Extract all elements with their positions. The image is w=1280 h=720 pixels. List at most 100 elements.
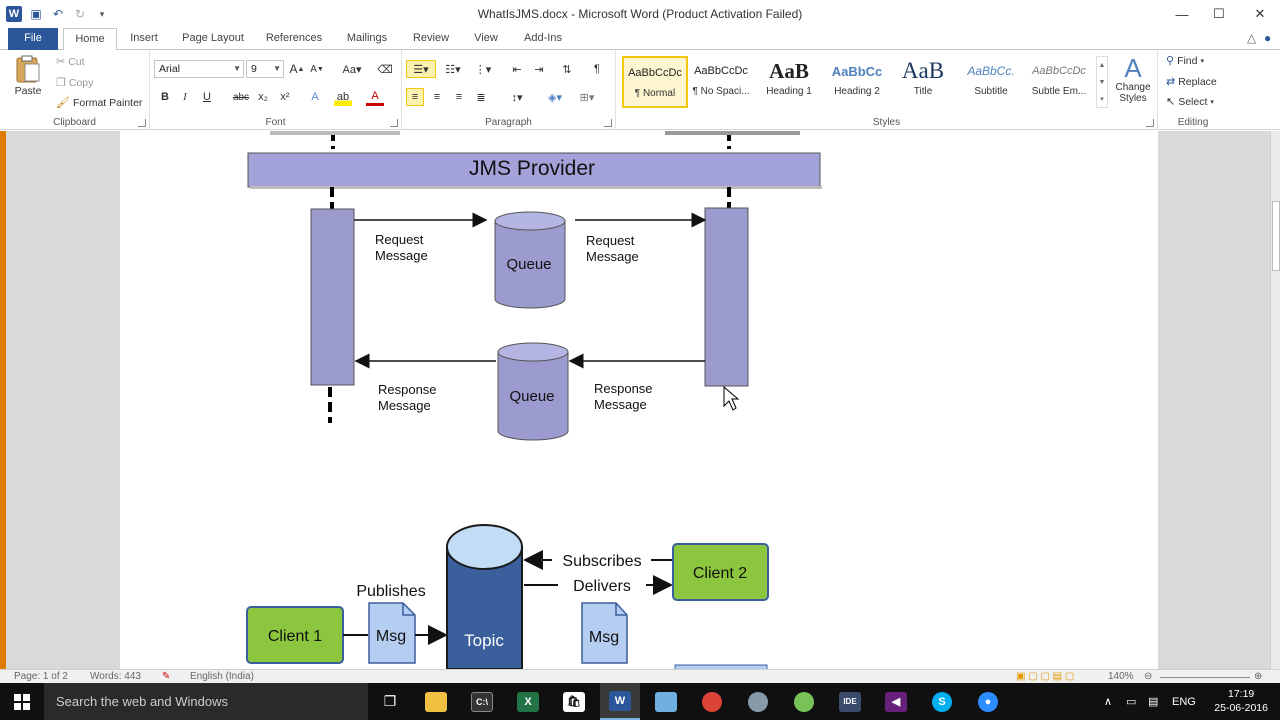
zoom-level[interactable]: 140%	[1108, 671, 1134, 682]
cut-button[interactable]: ✂Cut	[56, 56, 85, 68]
font-launcher-icon[interactable]	[390, 119, 398, 127]
cmd-icon[interactable]: C:\	[462, 683, 502, 720]
store-icon[interactable]: 🛍	[554, 683, 594, 720]
file-explorer-icon[interactable]	[416, 683, 456, 720]
tab-file[interactable]: File	[8, 28, 58, 50]
shrink-font-icon[interactable]: A▼	[310, 63, 324, 75]
word-taskbar-icon[interactable]: W	[600, 683, 640, 720]
document-area[interactable]: JMS Provider Queue	[0, 131, 1270, 669]
format-painter-button[interactable]: 🖌Format Painter	[56, 97, 142, 109]
borders-icon[interactable]: ⊞▾	[579, 91, 595, 104]
chrome-icon[interactable]	[692, 683, 732, 720]
zoom-icon[interactable]: ●	[968, 683, 1008, 720]
start-button[interactable]	[0, 683, 44, 720]
tab-insert[interactable]: Insert	[130, 32, 158, 44]
system-clock[interactable]: 17:19 25-06-2016	[1214, 687, 1268, 715]
style-heading-2[interactable]: AaBbCc Heading 2	[824, 56, 890, 108]
zoom-slider[interactable]	[1160, 677, 1250, 678]
document-page[interactable]: JMS Provider Queue	[120, 131, 1158, 669]
excel-icon[interactable]: X	[508, 683, 548, 720]
word-count[interactable]: Words: 443	[90, 671, 141, 682]
zoom-in-icon[interactable]: ⊕	[1254, 671, 1263, 682]
tab-home[interactable]: Home	[63, 28, 117, 51]
line-spacing-icon[interactable]: ↕▾	[511, 91, 523, 104]
highlight-icon[interactable]: ab	[334, 88, 352, 106]
tab-page-layout[interactable]: Page Layout	[182, 32, 244, 44]
ide-icon[interactable]: IDE	[830, 683, 870, 720]
minimize-button[interactable]: —	[1175, 6, 1189, 22]
battery-icon[interactable]: ▭	[1126, 696, 1137, 708]
show-formatting-icon[interactable]: ¶	[594, 63, 600, 75]
notifications-icon[interactable]: ▤	[1148, 696, 1159, 708]
justify-icon[interactable]: ≣	[476, 91, 486, 104]
align-right-icon[interactable]: ≡	[455, 91, 463, 103]
notepad-icon[interactable]	[646, 683, 686, 720]
scrollbar-thumb[interactable]	[1272, 201, 1280, 271]
change-styles-button[interactable]: A Change Styles	[1112, 54, 1154, 104]
undo-icon[interactable]: ↶	[52, 7, 64, 21]
zoom-out-icon[interactable]: ⊖	[1144, 671, 1153, 682]
redo-icon[interactable]: ↻	[74, 7, 86, 21]
style-normal[interactable]: AaBbCcDc ¶ Normal	[622, 56, 688, 108]
vertical-scrollbar[interactable]	[1270, 131, 1280, 669]
multilevel-list-icon[interactable]: ⋮▾	[474, 63, 492, 76]
underline-button[interactable]: U	[203, 91, 211, 103]
style-subtitle[interactable]: AaBbCc. Subtitle	[958, 56, 1024, 108]
paint-icon[interactable]	[738, 683, 778, 720]
style-title[interactable]: AaB Title	[890, 56, 956, 108]
select-button[interactable]: ↖Select▾	[1166, 95, 1214, 108]
styles-scroll-icon[interactable]: ▲▼▾	[1096, 56, 1108, 108]
minimize-ribbon-icon[interactable]: △	[1247, 31, 1257, 45]
font-name-dropdown[interactable]: Arial▼	[154, 60, 244, 78]
tab-view[interactable]: View	[474, 32, 498, 44]
tab-references[interactable]: References	[265, 32, 323, 44]
italic-button[interactable]: I	[183, 91, 187, 103]
tab-mailings[interactable]: Mailings	[346, 32, 388, 44]
find-button[interactable]: ⚲Find▾	[1166, 54, 1205, 67]
proofing-icon[interactable]: ✎	[162, 671, 171, 682]
tab-review[interactable]: Review	[412, 32, 450, 44]
superscript-button[interactable]: x²	[280, 91, 290, 103]
replace-button[interactable]: ⇄Replace	[1166, 76, 1217, 88]
clear-formatting-icon[interactable]: ⌫	[377, 63, 393, 76]
language-indicator[interactable]: English (India)	[190, 671, 254, 682]
align-center-icon[interactable]: ≡	[433, 91, 441, 103]
style-subtle-emphasis[interactable]: AaBbCcDc Subtle Em...	[1026, 56, 1092, 108]
styles-launcher-icon[interactable]	[1146, 119, 1154, 127]
font-color-icon[interactable]: A	[366, 88, 384, 106]
android-studio-icon[interactable]	[784, 683, 824, 720]
word-logo-icon[interactable]: W	[6, 6, 22, 22]
numbering-icon[interactable]: ☷▾	[445, 63, 461, 76]
paste-button[interactable]: Paste	[14, 54, 42, 97]
shading-icon[interactable]: ◈▾	[548, 91, 562, 104]
bullets-icon[interactable]: ☰▾	[406, 60, 436, 78]
taskbar-search-box[interactable]: Search the web and Windows	[44, 683, 368, 720]
page-count[interactable]: Page: 1 of 2	[14, 671, 68, 682]
language-tray[interactable]: ENG	[1172, 695, 1196, 708]
sort-icon[interactable]: ⇅	[562, 63, 572, 76]
help-icon[interactable]: ●	[1264, 31, 1272, 45]
style-no-spacing[interactable]: AaBbCcDc ¶ No Spaci...	[688, 56, 754, 108]
strikethrough-button[interactable]: abc	[232, 91, 250, 103]
change-case-icon[interactable]: Aa▾	[342, 63, 362, 76]
visual-studio-icon[interactable]: ◀	[876, 683, 916, 720]
skype-icon[interactable]: S	[922, 683, 962, 720]
decrease-indent-icon[interactable]: ⇤	[512, 63, 522, 76]
subscript-button[interactable]: x₂	[258, 91, 268, 103]
font-size-dropdown[interactable]: 9▼	[246, 60, 284, 78]
paragraph-launcher-icon[interactable]	[604, 119, 612, 127]
view-buttons[interactable]: ▣ ▢ ▢ ▤ ▢	[1016, 671, 1075, 682]
save-icon[interactable]: ▣	[30, 7, 42, 21]
bold-button[interactable]: B	[161, 91, 169, 103]
style-heading-1[interactable]: AaB Heading 1	[756, 56, 822, 108]
clipboard-launcher-icon[interactable]	[138, 119, 146, 127]
align-left-icon[interactable]: ≡	[406, 88, 424, 106]
grow-font-icon[interactable]: A▲	[289, 62, 305, 76]
customize-qat-icon[interactable]: ▾	[99, 8, 105, 19]
close-button[interactable]: ✕	[1254, 6, 1266, 21]
maximize-button[interactable]: ☐	[1213, 6, 1225, 21]
task-view-icon[interactable]: ❐	[383, 693, 397, 709]
tab-add-ins[interactable]: Add-Ins	[524, 32, 562, 44]
increase-indent-icon[interactable]: ⇥	[534, 63, 544, 76]
text-effects-icon[interactable]: A	[311, 91, 319, 103]
